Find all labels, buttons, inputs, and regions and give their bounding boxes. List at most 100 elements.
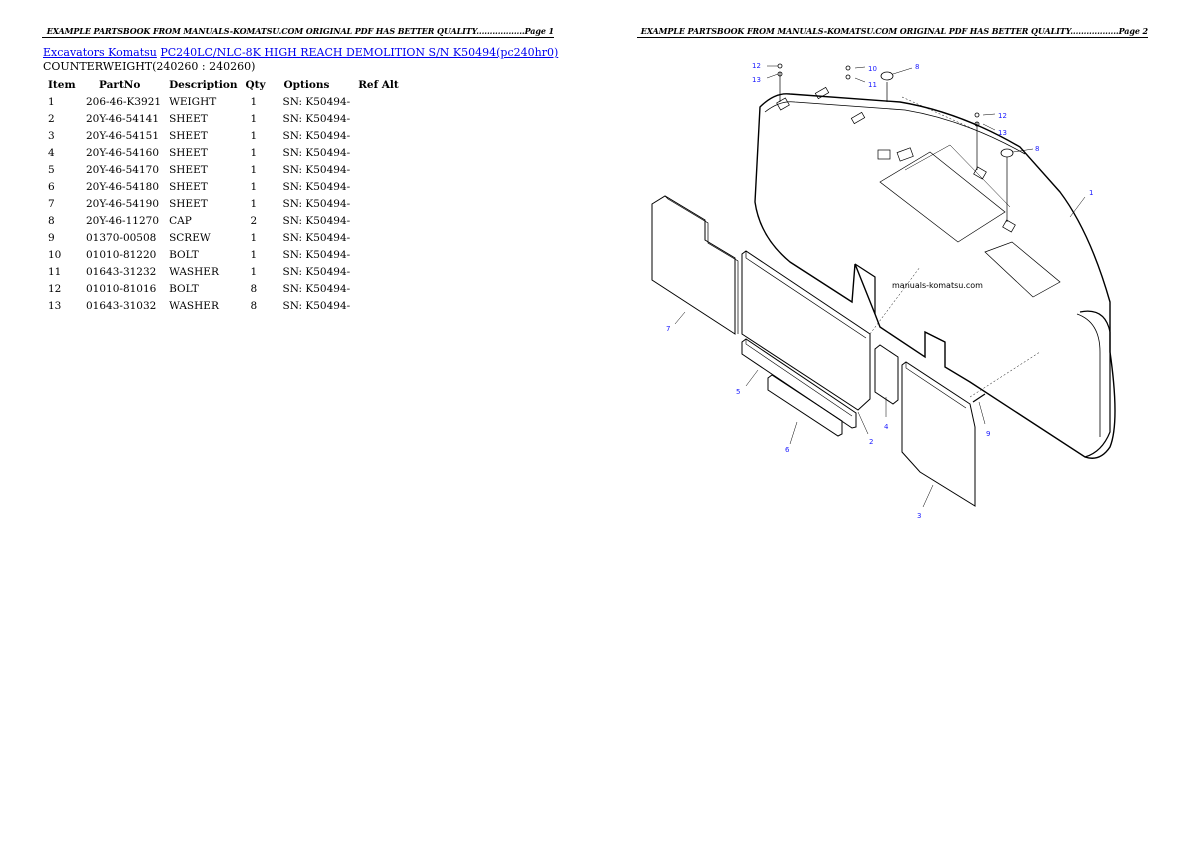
callout-13: 13 xyxy=(752,76,761,84)
options-cell: SN: K50494- xyxy=(282,231,351,244)
qty-cell: 2 xyxy=(250,214,258,227)
options-cell: SN: K50494- xyxy=(282,129,351,142)
table-row: 9 01370-00508 SCREW 1 SN: K50494- xyxy=(44,229,403,246)
item-cell: 4 xyxy=(48,146,55,159)
item-cell: 5 xyxy=(48,163,55,176)
qty-cell: 1 xyxy=(250,146,258,159)
table-row: 5 20Y-46-54170 SHEET 1 SN: K50494- xyxy=(44,161,403,178)
qty-cell: 8 xyxy=(250,282,258,295)
options-cell: SN: K50494- xyxy=(282,248,351,261)
description-cell: SHEET xyxy=(169,112,208,125)
refalt-cell xyxy=(354,263,403,280)
table-row: 7 20Y-46-54190 SHEET 1 SN: K50494- xyxy=(44,195,403,212)
exploded-parts-diagram: manuals-komatsu.com 12 13 10 11 8 12 13 … xyxy=(651,62,1116,520)
callout-10: 10 xyxy=(868,65,877,73)
qty-cell: 8 xyxy=(250,299,258,312)
options-cell: SN: K50494- xyxy=(282,265,351,278)
options-cell: SN: K50494- xyxy=(282,146,351,159)
qty-cell: 1 xyxy=(250,95,258,108)
table-row: 13 01643-31032 WASHER 8 SN: K50494- xyxy=(44,297,403,314)
partno-cell: 01010-81016 xyxy=(86,282,157,295)
refalt-cell xyxy=(354,280,403,297)
refalt-cell xyxy=(354,110,403,127)
qty-cell: 1 xyxy=(250,197,258,210)
description-cell: WEIGHT xyxy=(169,95,217,108)
callout-3: 3 xyxy=(917,512,921,520)
qty-cell: 1 xyxy=(250,163,258,176)
partno-cell: 20Y-46-54190 xyxy=(86,197,159,210)
diagram-watermark: manuals-komatsu.com xyxy=(892,281,983,290)
options-cell: SN: K50494- xyxy=(282,214,351,227)
page-header-1: EXAMPLE PARTSBOOK FROM MANUALS-KOMATSU.C… xyxy=(42,25,554,38)
description-cell: CAP xyxy=(169,214,192,227)
col-header-options: Options xyxy=(283,79,330,91)
description-cell: BOLT xyxy=(169,248,199,261)
qty-cell: 1 xyxy=(250,248,258,261)
partno-cell: 01643-31032 xyxy=(86,299,157,312)
qty-cell: 1 xyxy=(250,129,258,142)
qty-cell: 1 xyxy=(250,231,258,244)
partno-cell: 01010-81220 xyxy=(86,248,157,261)
refalt-cell xyxy=(354,93,403,110)
section-title: COUNTERWEIGHT(240260 : 240260) xyxy=(43,60,256,73)
item-cell: 3 xyxy=(48,129,55,142)
partno-cell: 206-46-K3921 xyxy=(86,95,162,108)
description-cell: SHEET xyxy=(169,129,208,142)
breadcrumb: Excavators Komatsu PC240LC/NLC-8K HIGH R… xyxy=(43,46,558,60)
partno-cell: 01370-00508 xyxy=(86,231,157,244)
callout-7: 7 xyxy=(666,325,670,333)
item-cell: 2 xyxy=(48,112,55,125)
item-cell: 9 xyxy=(48,231,55,244)
description-cell: WASHER xyxy=(169,299,219,312)
item-cell: 10 xyxy=(48,248,62,261)
page-header-2: EXAMPLE PARTSBOOK FROM MANUALS-KOMATSU.C… xyxy=(637,25,1148,38)
callout-8b: 8 xyxy=(1035,145,1039,153)
options-cell: SN: K50494- xyxy=(282,163,351,176)
counterweight-body xyxy=(754,93,1116,459)
partno-cell: 20Y-46-11270 xyxy=(86,214,159,227)
description-cell: WASHER xyxy=(169,265,219,278)
partno-cell: 20Y-46-54170 xyxy=(86,163,159,176)
description-cell: SCREW xyxy=(169,231,211,244)
description-cell: SHEET xyxy=(169,180,208,193)
breadcrumb-model-link[interactable]: PC240LC/NLC-8K HIGH REACH DEMOLITION S/N… xyxy=(160,46,559,59)
options-cell: SN: K50494- xyxy=(282,180,351,193)
breadcrumb-category-link[interactable]: Excavators Komatsu xyxy=(43,46,157,59)
item-cell: 6 xyxy=(48,180,55,193)
description-cell: SHEET xyxy=(169,163,208,176)
callout-8: 8 xyxy=(915,63,919,71)
callout-11: 11 xyxy=(868,81,877,89)
refalt-cell xyxy=(354,127,403,144)
options-cell: SN: K50494- xyxy=(282,95,351,108)
col-header-qty: Qty xyxy=(245,79,266,91)
col-header-partno: PartNo xyxy=(99,79,141,91)
callout-1: 1 xyxy=(1089,189,1093,197)
qty-cell: 1 xyxy=(250,112,258,125)
partno-cell: 20Y-46-54151 xyxy=(86,129,159,142)
refalt-cell xyxy=(354,178,403,195)
options-cell: SN: K50494- xyxy=(282,299,351,312)
item-cell: 7 xyxy=(48,197,55,210)
table-row: 10 01010-81220 BOLT 1 SN: K50494- xyxy=(44,246,403,263)
description-cell: SHEET xyxy=(169,146,208,159)
options-cell: SN: K50494- xyxy=(282,112,351,125)
callout-6: 6 xyxy=(785,446,790,454)
callout-5: 5 xyxy=(736,388,740,396)
qty-cell: 1 xyxy=(250,180,258,193)
options-cell: SN: K50494- xyxy=(282,197,351,210)
parts-table: Item PartNo Description Qty Options Ref … xyxy=(44,77,403,314)
refalt-cell xyxy=(354,161,403,178)
refalt-cell xyxy=(354,246,403,263)
item-cell: 13 xyxy=(48,299,62,312)
callout-4: 4 xyxy=(884,423,889,431)
refalt-cell xyxy=(354,195,403,212)
item-cell: 1 xyxy=(48,95,55,108)
callout-9: 9 xyxy=(986,430,990,438)
item-cell: 11 xyxy=(48,265,62,278)
description-cell: SHEET xyxy=(169,197,208,210)
callout-12: 12 xyxy=(752,62,761,70)
col-header-item: Item xyxy=(48,79,76,91)
